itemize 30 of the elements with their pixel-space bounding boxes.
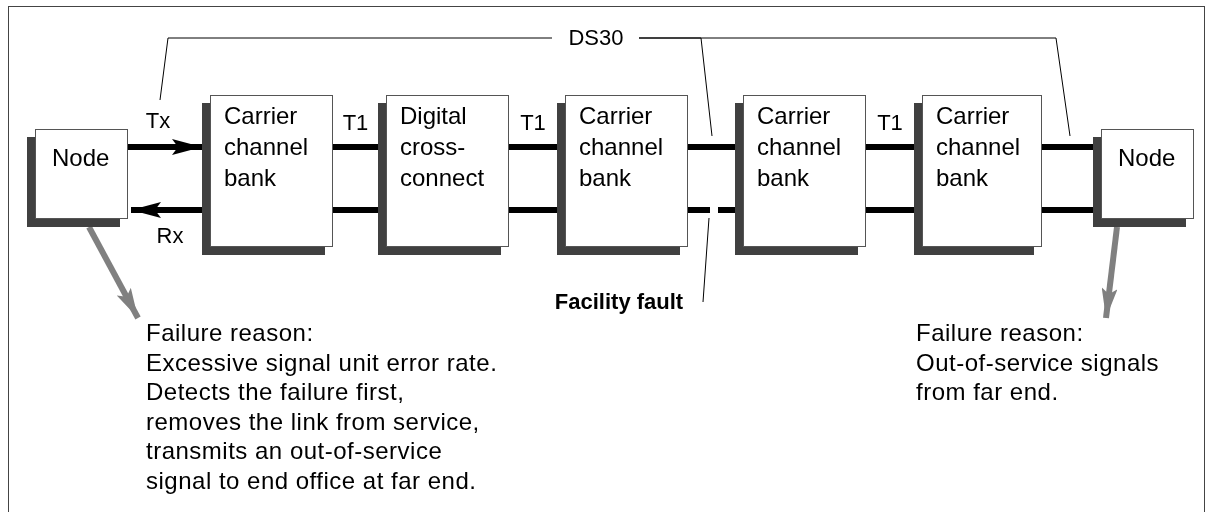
box-label: Digital cross-connect [400, 101, 486, 193]
leader-line [702, 217, 710, 303]
note-text: Excessive signal unit error rate. Detects the failure first, removes the link from service, transmits an out-of-service signal to end office at far end. [146, 347, 499, 495]
signal-line [688, 207, 735, 213]
box-label: Carrier channel bank [224, 101, 310, 193]
box-label: Node [52, 143, 110, 173]
note-text: Out-of-service signals from far end. [916, 347, 1161, 407]
signal-line [333, 144, 378, 150]
note-heading: Failure reason: [916, 318, 1085, 348]
signal-line [333, 207, 378, 213]
signal-line [509, 207, 557, 213]
arrow [128, 139, 202, 155]
signal-line [509, 144, 557, 150]
leader-line [159, 37, 553, 101]
box-label: Carrier channel bank [757, 101, 843, 193]
arrow [1101, 226, 1120, 319]
box-label: Node [1118, 143, 1176, 173]
signal-line [866, 144, 914, 150]
signal-line [866, 207, 914, 213]
signal-line [1042, 207, 1093, 213]
box-label: Carrier channel bank [579, 101, 665, 193]
box-label: Carrier channel bank [936, 101, 1022, 193]
leader-line [638, 37, 1071, 137]
signal-label: DS30 [568, 26, 624, 50]
fault-label: Facility fault [554, 290, 684, 314]
arrow [86, 225, 141, 320]
note-heading: Failure reason: [146, 318, 315, 348]
signal-line [1042, 144, 1093, 150]
arrow [131, 202, 202, 218]
signal-line [688, 144, 735, 150]
